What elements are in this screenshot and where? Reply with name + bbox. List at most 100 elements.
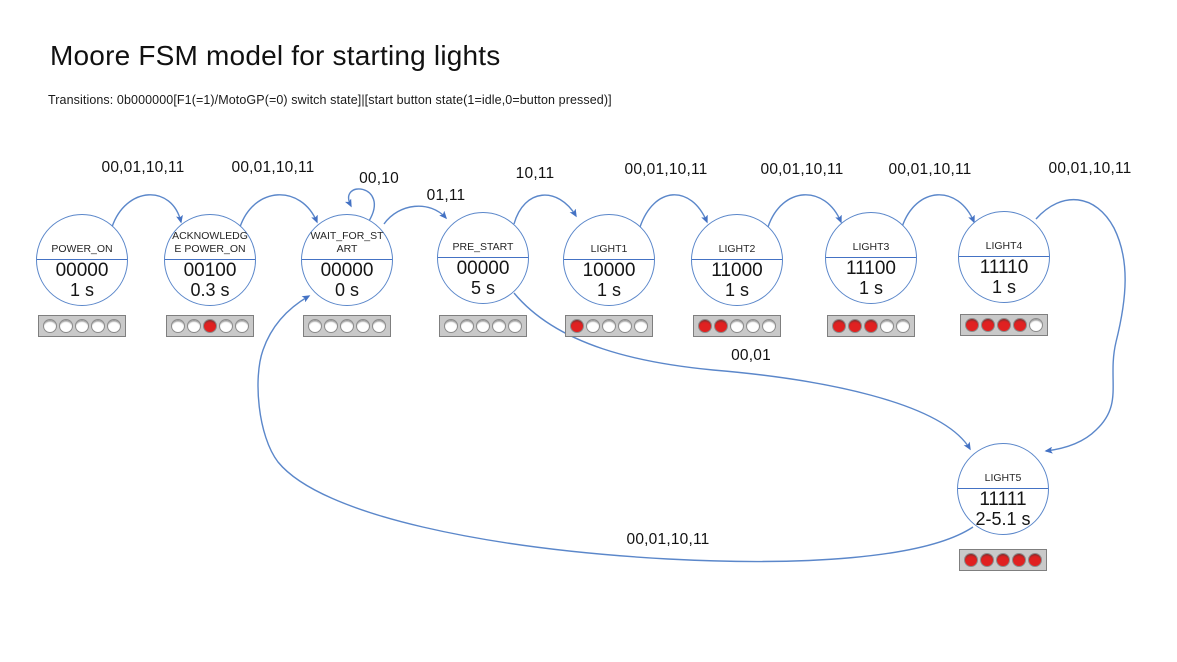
light-bulb-off (356, 319, 370, 333)
arrow-wait-to-pre-start (383, 205, 447, 225)
light-bulb-off (880, 319, 894, 333)
light-bulb-on (848, 319, 862, 333)
transition-label: 00,01,10,11 (626, 531, 710, 548)
state-divider (37, 259, 127, 260)
state-output: 10000 (582, 260, 636, 281)
light-bulb-off (340, 319, 354, 333)
light-bulb-off (460, 319, 474, 333)
light-bulb-on (203, 319, 217, 333)
light-bulb-on (996, 553, 1010, 567)
light-bulb-off (730, 319, 744, 333)
light-bulb-on (980, 553, 994, 567)
light-bulb-off (508, 319, 522, 333)
state-name: WAIT_FOR_START (310, 229, 384, 256)
lights-indicator-wait-for-start (303, 315, 391, 337)
state-time: 5 s (470, 277, 495, 298)
state-output: 00000 (456, 258, 510, 279)
light-bulb-off (634, 319, 648, 333)
lights-indicator-light1 (565, 315, 653, 337)
lights-indicator-light5 (959, 549, 1047, 571)
lights-indicator-power-on (38, 315, 126, 337)
state-output: 00000 (320, 260, 374, 281)
state-time: 1 s (69, 279, 94, 300)
light-bulb-off (187, 319, 201, 333)
arrow-light3-to-light4 (901, 194, 975, 228)
lights-indicator-acknowledge-power-on (166, 315, 254, 337)
arrow-light2-to-light3 (767, 194, 842, 228)
state-time: 0.3 s (190, 279, 230, 300)
state-name: LIGHT1 (590, 243, 628, 256)
light-bulb-off (308, 319, 322, 333)
light-bulb-off (75, 319, 89, 333)
light-bulb-off (171, 319, 185, 333)
arrow-light4-to-light5 (1035, 198, 1126, 454)
light-bulb-on (997, 318, 1011, 332)
light-bulb-off (235, 319, 249, 333)
state-divider (958, 488, 1048, 489)
state-output: 00000 (55, 260, 109, 281)
light-bulb-off (476, 319, 490, 333)
light-bulb-on (964, 553, 978, 567)
state-output: 11111 (979, 489, 1027, 510)
state-divider (564, 259, 654, 260)
light-bulb-on (1013, 318, 1027, 332)
state-time: 0 s (334, 279, 359, 300)
light-bulb-on (714, 319, 728, 333)
light-bulb-off (91, 319, 105, 333)
arrow-wait-self-loop (344, 188, 376, 222)
transition-label: 00,01,10,11 (1048, 160, 1132, 177)
state-name: LIGHT4 (985, 240, 1023, 253)
transition-label: 00,01,10,11 (231, 159, 315, 176)
light-bulb-on (570, 319, 584, 333)
state-time: 1 s (858, 277, 883, 298)
light-bulb-off (492, 319, 506, 333)
state-time: 1 s (596, 279, 621, 300)
state-output: 11100 (845, 258, 896, 279)
state-divider (302, 259, 392, 260)
state-time: 1 s (724, 279, 749, 300)
state-name: LIGHT5 (984, 472, 1022, 485)
light-bulb-off (43, 319, 57, 333)
lights-indicator-light2 (693, 315, 781, 337)
light-bulb-off (324, 319, 338, 333)
state-time: 1 s (991, 276, 1016, 297)
state-name: PRE_START (452, 241, 514, 254)
state-output: 00100 (183, 260, 237, 281)
light-bulb-off (219, 319, 233, 333)
light-bulb-on (864, 319, 878, 333)
transitions-legend: Transitions: 0b000000[F1(=1)/MotoGP(=0) … (48, 93, 612, 107)
light-bulb-off (1029, 318, 1043, 332)
arrow-acknowledge-to-wait (239, 194, 318, 228)
state-name: LIGHT3 (852, 241, 890, 254)
light-bulb-off (602, 319, 616, 333)
light-bulb-on (1028, 553, 1042, 567)
transition-label: 00,10 (359, 170, 399, 187)
light-bulb-on (981, 318, 995, 332)
state-divider (826, 257, 916, 258)
arrow-power-on-to-acknowledge (111, 194, 183, 228)
arrow-light1-to-light2 (639, 194, 708, 228)
light-bulb-on (698, 319, 712, 333)
state-divider (959, 256, 1049, 257)
state-name: POWER_ON (51, 243, 113, 256)
light-bulb-on (965, 318, 979, 332)
light-bulb-off (746, 319, 760, 333)
state-name: ACKNOWLEDGE POWER_ON (172, 229, 248, 256)
transition-label: 10,11 (515, 165, 555, 182)
light-bulb-off (59, 319, 73, 333)
light-bulb-off (444, 319, 458, 333)
lights-indicator-light4 (960, 314, 1048, 336)
state-time: 2-5.1 s (975, 508, 1031, 529)
state-name: LIGHT2 (718, 243, 756, 256)
lights-indicator-light3 (827, 315, 915, 337)
transition-label: 00,01,10,11 (888, 161, 972, 178)
transition-label: 00,01 (731, 347, 771, 364)
